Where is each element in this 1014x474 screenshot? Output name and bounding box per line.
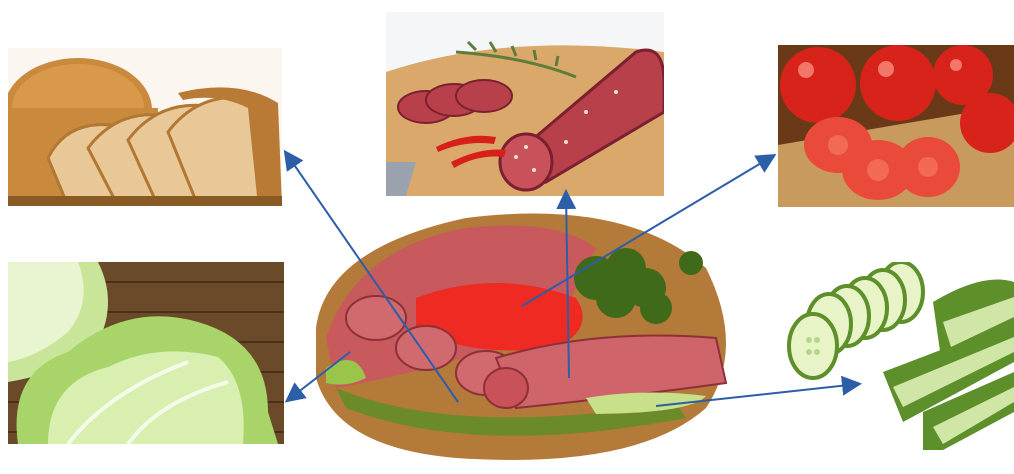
sandwich-image xyxy=(296,208,748,470)
bread-image xyxy=(8,48,282,206)
cucumber-image xyxy=(783,262,1014,450)
lettuce-image xyxy=(8,262,284,444)
salami-image xyxy=(386,12,664,196)
tomato-image xyxy=(778,45,1014,207)
